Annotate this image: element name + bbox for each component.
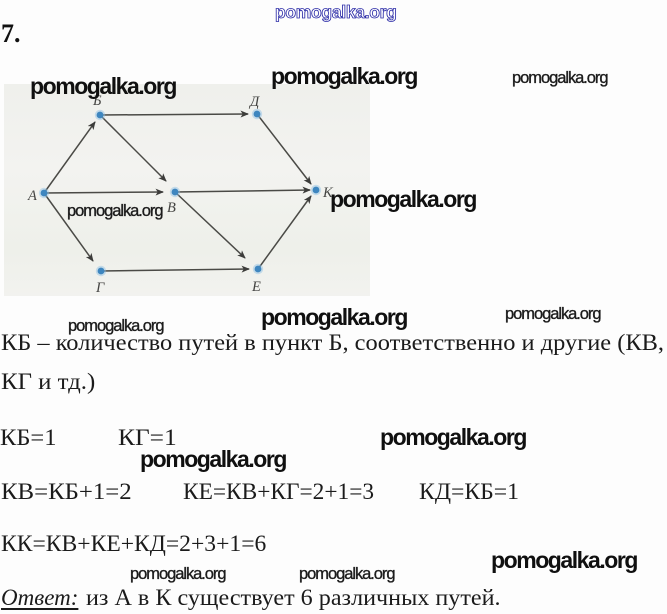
svg-text:Б: Б xyxy=(92,93,102,109)
svg-text:А: А xyxy=(27,188,37,204)
svg-text:К: К xyxy=(322,185,334,201)
svg-text:Е: Е xyxy=(251,279,261,295)
svg-text:Д: Д xyxy=(248,94,260,110)
svg-text:В: В xyxy=(167,200,176,216)
svg-text:Г: Г xyxy=(95,280,105,296)
